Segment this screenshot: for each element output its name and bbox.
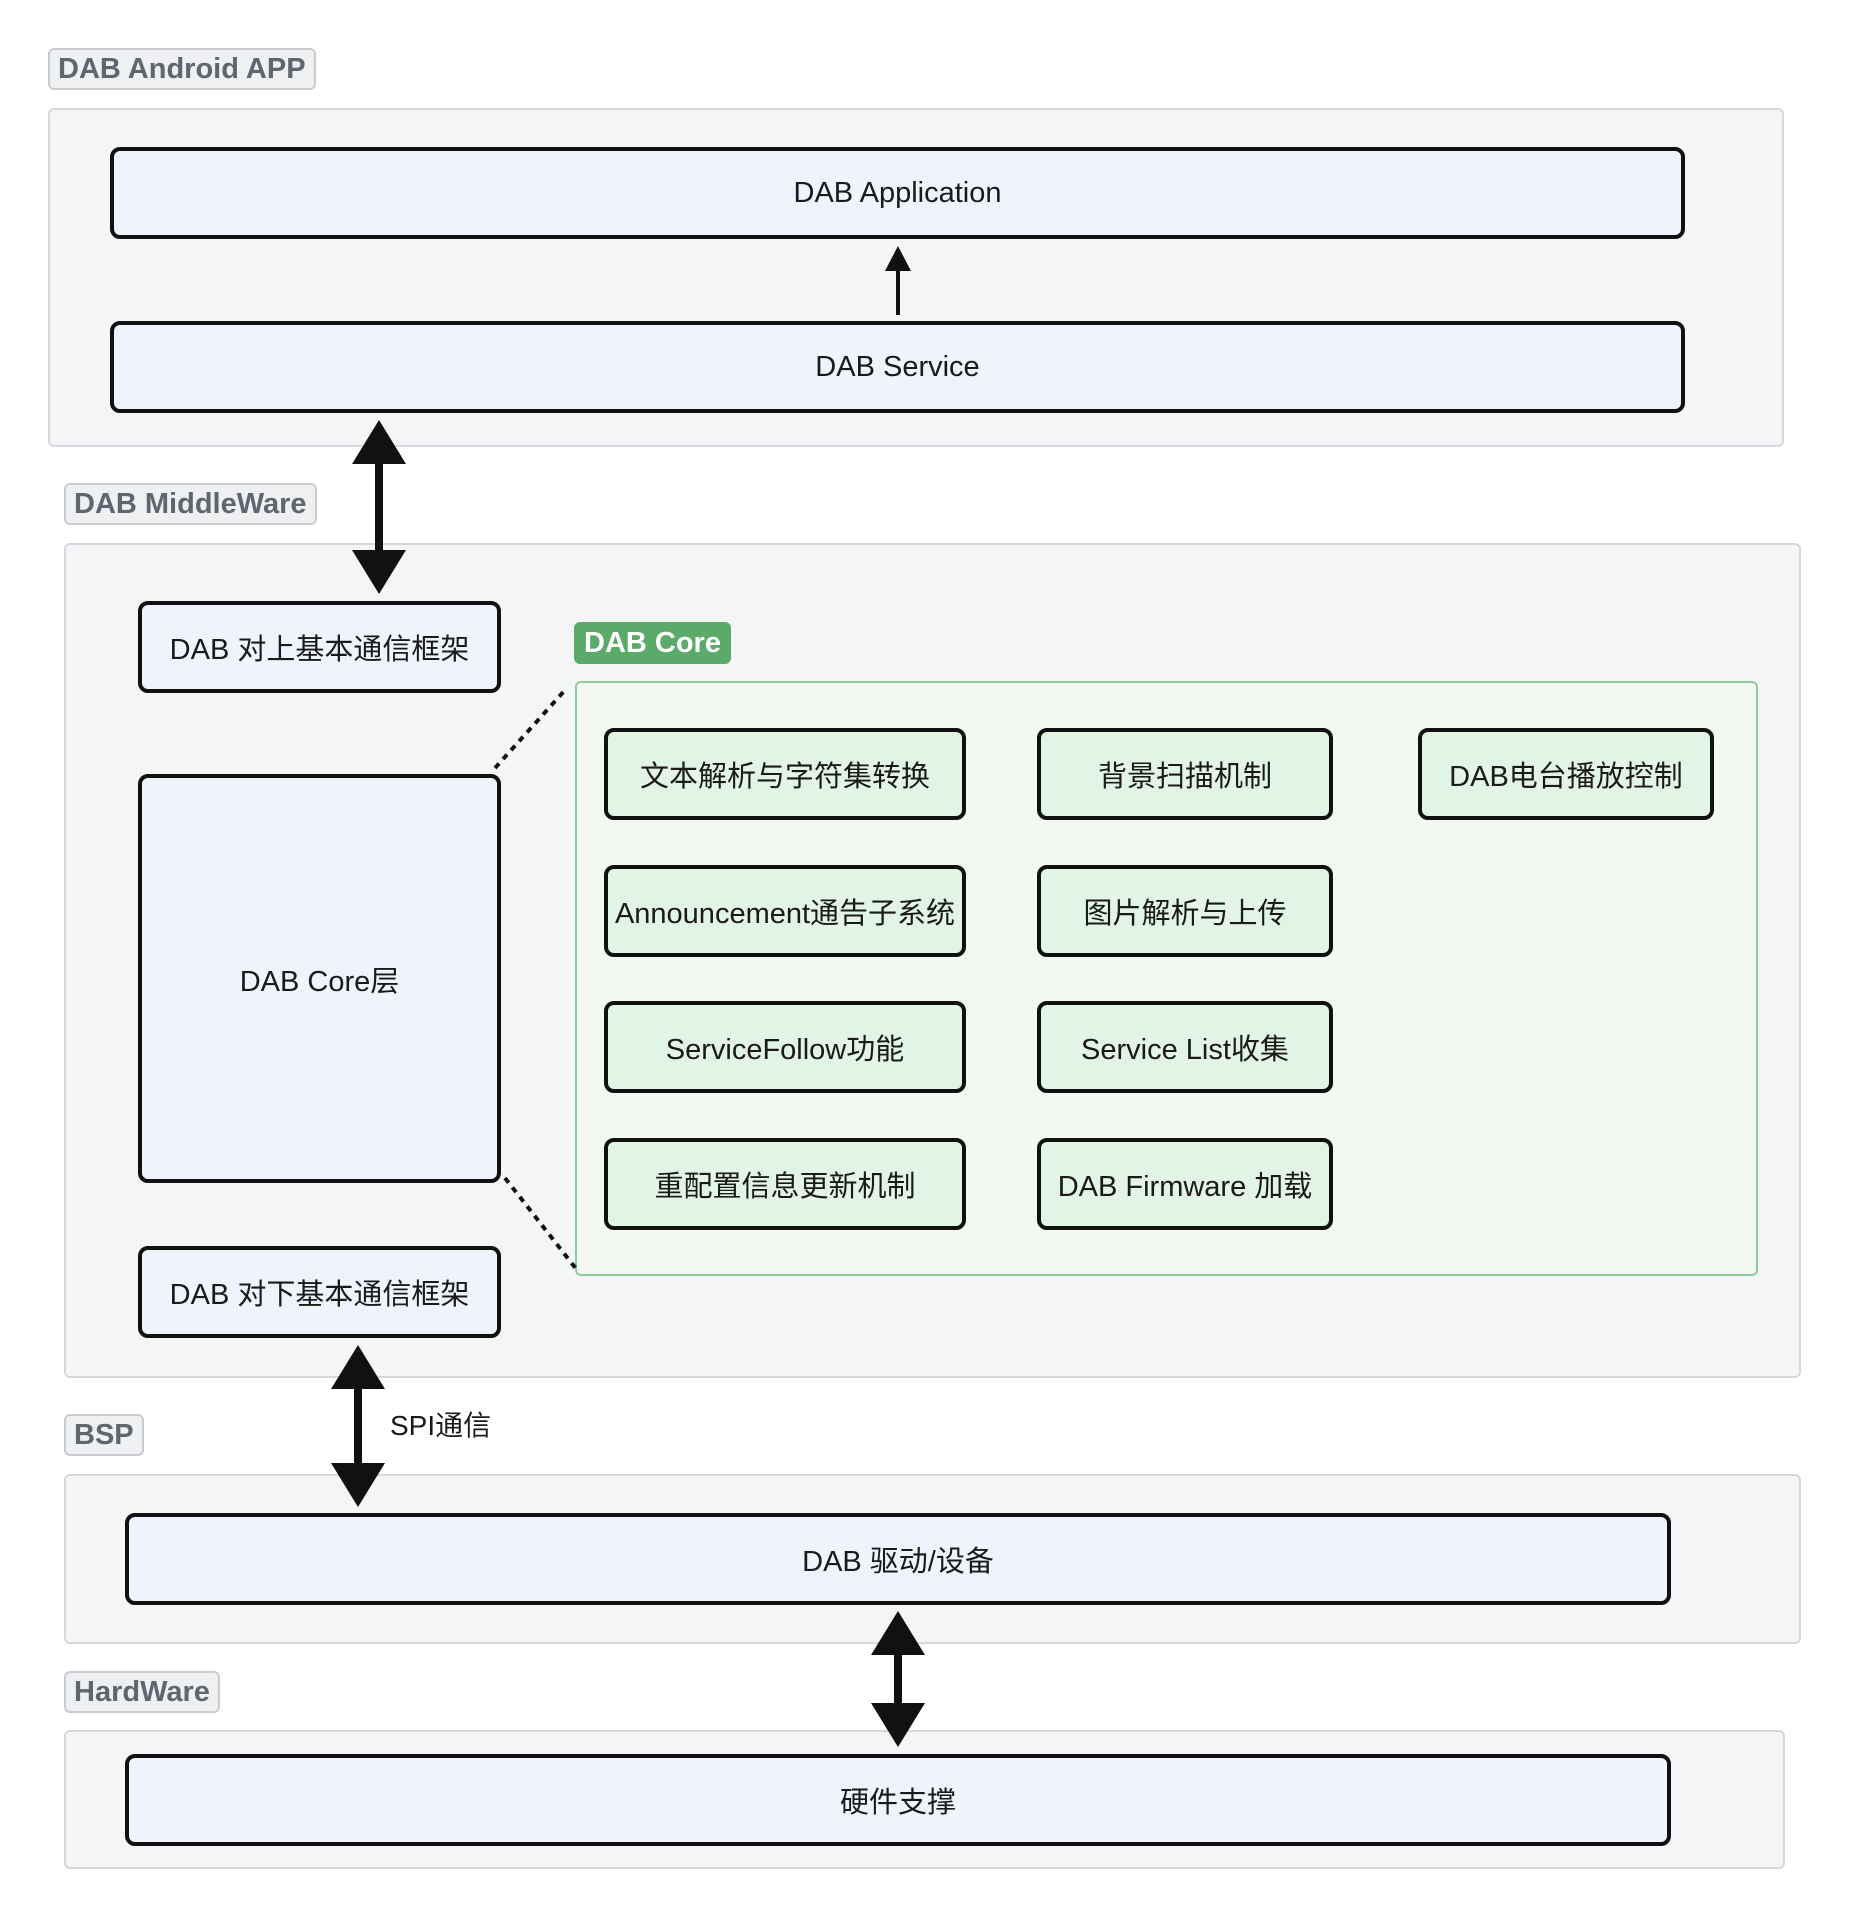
- core-module-service-list: Service List收集: [1037, 1001, 1333, 1093]
- group-label-dab-core: DAB Core: [574, 622, 731, 664]
- core-module-image-parsing: 图片解析与上传: [1037, 865, 1333, 957]
- core-module-station-playback: DAB电台播放控制: [1418, 728, 1714, 820]
- spi-edge-label: SPI通信: [390, 1410, 492, 1441]
- core-module-text-parsing: 文本解析与字符集转换: [604, 728, 966, 820]
- dab-driver-node: DAB 驱动/设备: [125, 1513, 1671, 1605]
- group-label-android-app: DAB Android APP: [48, 48, 316, 90]
- dab-service-node: DAB Service: [110, 321, 1685, 413]
- group-label-middleware: DAB MiddleWare: [64, 483, 317, 525]
- dab-application-node: DAB Application: [110, 147, 1685, 239]
- group-label-hardware: HardWare: [64, 1671, 220, 1713]
- core-module-announcement: Announcement通告子系统: [604, 865, 966, 957]
- dab-core-layer-node: DAB Core层: [138, 774, 501, 1183]
- lower-comm-framework-node: DAB 对下基本通信框架: [138, 1246, 501, 1338]
- core-module-reconfiguration: 重配置信息更新机制: [604, 1138, 966, 1230]
- upper-comm-framework-node: DAB 对上基本通信框架: [138, 601, 501, 693]
- core-module-background-scan: 背景扫描机制: [1037, 728, 1333, 820]
- core-module-firmware-loading: DAB Firmware 加载: [1037, 1138, 1333, 1230]
- core-module-service-follow: ServiceFollow功能: [604, 1001, 966, 1093]
- hardware-support-node: 硬件支撑: [125, 1754, 1671, 1846]
- group-label-bsp: BSP: [64, 1414, 144, 1456]
